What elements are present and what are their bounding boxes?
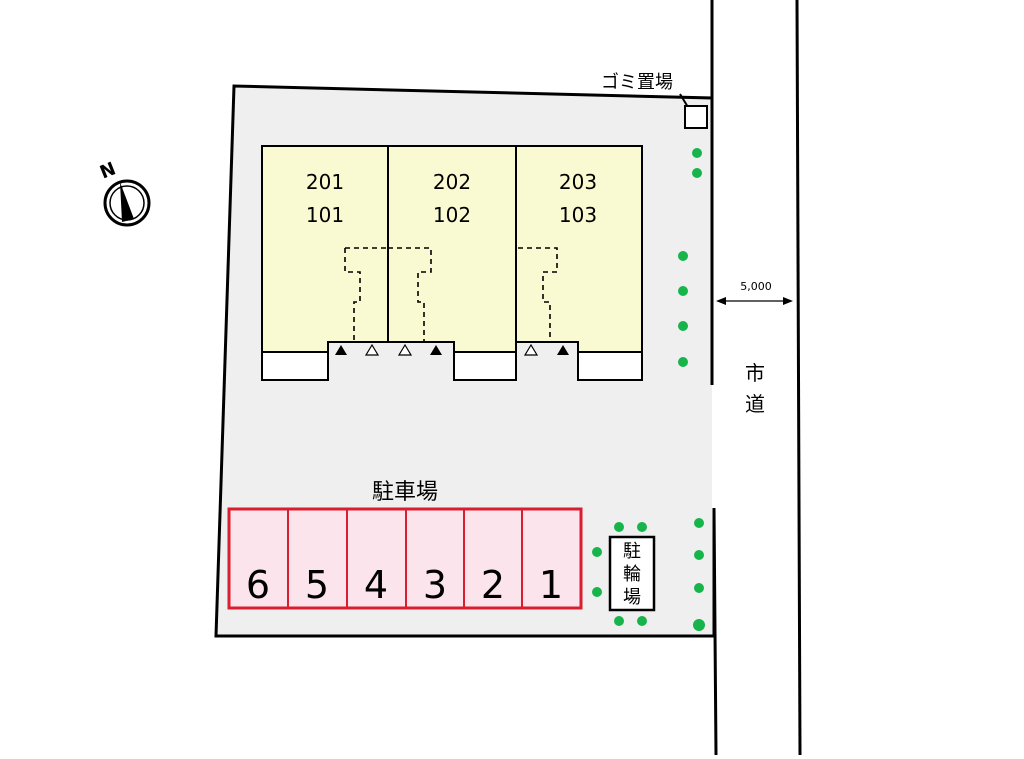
parking-number-5: 5 (305, 563, 329, 607)
hedge-dot (614, 522, 624, 532)
road-edge-right (795, 0, 802, 756)
parking-spaces (228, 508, 582, 609)
parking-space-2 (463, 508, 523, 609)
hedge-dot (694, 518, 704, 528)
parking-number-2: 2 (481, 563, 505, 607)
entrance-marker-open-1 (364, 343, 380, 356)
hedge-dot (694, 550, 704, 560)
garbage-box (684, 105, 708, 129)
entrance-marker-open-2 (397, 343, 413, 356)
apartment-building: 201 101 202 102 203 103 (261, 145, 643, 381)
entrance-marker-filled-3 (557, 345, 569, 355)
garbage-label: ゴミ置場 (601, 72, 673, 93)
entrance-recess-1 (327, 341, 455, 352)
unit-number-102: 102 (433, 203, 471, 227)
road-label-1: 市 (745, 361, 765, 385)
compass-label: N (97, 158, 119, 183)
hedge-dot (637, 522, 647, 532)
hedge-dot (678, 321, 688, 331)
parking-number-4: 4 (364, 563, 388, 607)
bicycle-label-2: 輪 (623, 564, 641, 585)
unit-number-103: 103 (559, 203, 597, 227)
balcony-left (261, 351, 329, 381)
entrance-marker-open-3 (523, 343, 539, 356)
hedge-dot (692, 168, 702, 178)
hedge-dot (694, 583, 704, 593)
parking-number-3: 3 (423, 563, 447, 607)
unit-number-202: 202 (433, 170, 471, 194)
parking-space-3 (405, 508, 465, 609)
entrance-marker-filled-2 (430, 345, 442, 355)
unit-number-201: 201 (306, 170, 344, 194)
hedge-dot (592, 587, 602, 597)
hedge-dot (637, 616, 647, 626)
bicycle-label-1: 駐 (623, 541, 641, 562)
road-label-2: 道 (745, 392, 765, 416)
bicycle-label-3: 場 (623, 587, 641, 608)
hedge-dot (592, 547, 602, 557)
hedge-dot (693, 619, 705, 631)
north-arrow-icon (103, 179, 151, 227)
hedge-dot (614, 616, 624, 626)
parking-number-6: 6 (246, 563, 270, 607)
bicycle-parking (608, 535, 656, 612)
road-width-dimension (716, 297, 793, 305)
road-width-label: 5,000 (740, 280, 772, 293)
parking-number-1: 1 (539, 563, 563, 607)
hedge-dot (692, 148, 702, 158)
parking-outline (227, 507, 583, 610)
road-surface (712, 0, 798, 755)
hedge-dot (678, 357, 688, 367)
hedge-dot (678, 251, 688, 261)
parking-space-5 (287, 508, 348, 609)
hedge-dots (592, 148, 705, 631)
entrance-marker-filled-1 (335, 345, 347, 355)
balcony-middle (453, 351, 517, 381)
lot-boundary (214, 84, 716, 638)
staircase-1 (344, 247, 389, 342)
balcony-right (577, 351, 643, 381)
staircase-3 (518, 247, 558, 342)
hedge-dot (678, 286, 688, 296)
parking-title: 駐車場 (372, 480, 438, 505)
unit-number-203: 203 (559, 170, 597, 194)
entrance-recess-2 (515, 341, 579, 352)
unit-number-101: 101 (306, 203, 344, 227)
